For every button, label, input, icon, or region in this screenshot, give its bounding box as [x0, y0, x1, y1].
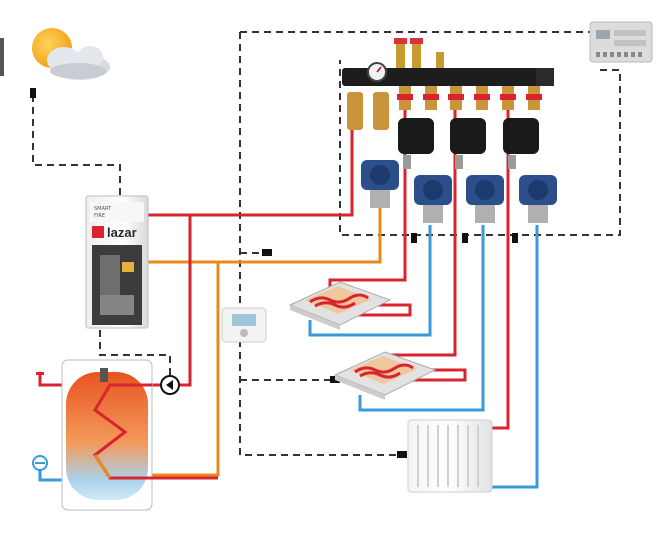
manifold [342, 38, 554, 169]
controller-module-icon [589, 21, 653, 63]
expansion-vessel-icon [32, 372, 48, 471]
manifold-valves [397, 86, 542, 110]
boiler: SMART FIRE lazar [85, 195, 149, 329]
circulator-pump-icon [160, 375, 180, 395]
room-thermostat-icon [221, 307, 267, 343]
hot-water-tank-icon [61, 359, 218, 511]
boiler-logo-icon [92, 226, 104, 238]
boiler-model-line1: SMART [94, 206, 112, 212]
boiler-model-line2: FIRE [94, 213, 105, 219]
circulator-pump-icon [361, 160, 557, 223]
boiler-brand: lazar [107, 225, 137, 240]
sun-cloud-icon [0, 28, 110, 80]
pressure-gauge-icon [367, 62, 387, 82]
air-vent-icon [394, 38, 444, 68]
floor-heating-icon [288, 281, 392, 330]
floor-heating-icon [333, 351, 437, 400]
return-pipes-cold [308, 225, 539, 489]
mixing-valves [398, 118, 539, 169]
radiator-icon [407, 419, 493, 493]
